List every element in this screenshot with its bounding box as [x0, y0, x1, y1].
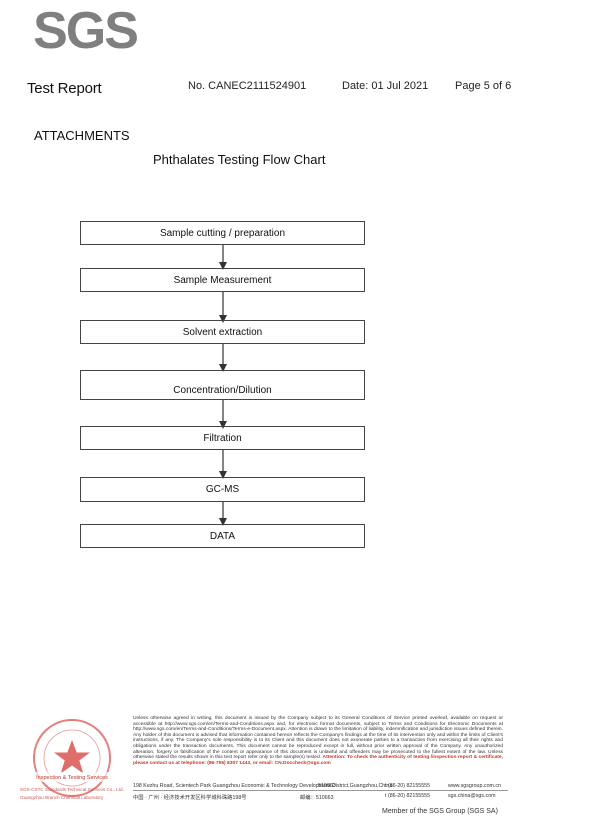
flow-step-label: GC-MS [205, 484, 240, 495]
flow-step-label: Concentration/Dilution [173, 385, 272, 396]
flow-step-sample-preparation: Sample cutting / preparation [80, 221, 365, 245]
flow-step-label: Filtration [203, 432, 242, 444]
website: www.sgsgroup.com.cn [448, 783, 501, 789]
authenticity-notice: Attention: To check the authenticity of … [133, 755, 504, 766]
postcode-english: 510663 [318, 783, 336, 789]
seal-label: Inspection & Testing Services [36, 775, 108, 781]
lab-name: SGS-CSTC Standards Technical Services Co… [20, 787, 124, 792]
sgs-logo: SGS [33, 4, 139, 54]
flow-step-solvent-extraction: Solvent extraction [80, 320, 365, 344]
sgs-logo-text: SGS [33, 4, 137, 54]
section-heading: ATTACHMENTS [34, 128, 130, 143]
inspection-seal-icon: Inspection & Testing Services [28, 719, 116, 797]
address-english: 198 Kezhu Road, Scientech Park Guangzhou… [133, 783, 393, 789]
flow-step-sample-measurement: Sample Measurement [80, 268, 365, 292]
address-chinese: 中国 · 广州 · 经济技术开发区科学城科珠路198号 [133, 795, 247, 801]
page-number: Page 5 of 6 [455, 80, 512, 92]
flow-step-data: DATA [80, 524, 365, 548]
legal-disclaimer: Unless otherwise agreed in writing, this… [133, 716, 503, 766]
flow-step-label: Sample Measurement [173, 274, 272, 286]
flow-step-concentration-dilution: Concentration/Dilution [80, 370, 365, 400]
flow-step-label: Solvent extraction [182, 326, 263, 338]
flow-step-gc-ms: GC-MS [80, 477, 365, 502]
lab-name-branch: Guangzhou Branch Chemical Laboratory [20, 795, 104, 800]
report-number: No. CANEC2111524901 [188, 80, 307, 92]
flow-step-label: Sample cutting / preparation [159, 227, 286, 239]
footer-divider [133, 790, 508, 791]
postcode-chinese: 邮编：510663 [300, 795, 334, 801]
flowchart-title: Phthalates Testing Flow Chart [153, 152, 326, 167]
email: sgs.china@sgs.com [448, 793, 496, 799]
flow-step-filtration: Filtration [80, 426, 365, 450]
phone-english: t (86-20) 82155555 [385, 783, 431, 789]
report-date: Date: 01 Jul 2021 [342, 80, 429, 92]
phone-chinese: t (86-20) 82155555 [385, 793, 431, 799]
disclaimer-text: Unless otherwise agreed in writing, this… [133, 716, 503, 761]
flow-step-label: DATA [209, 530, 236, 542]
report-title: Test Report [27, 80, 102, 97]
sgs-group-member: Member of the SGS Group (SGS SA) [382, 808, 498, 815]
